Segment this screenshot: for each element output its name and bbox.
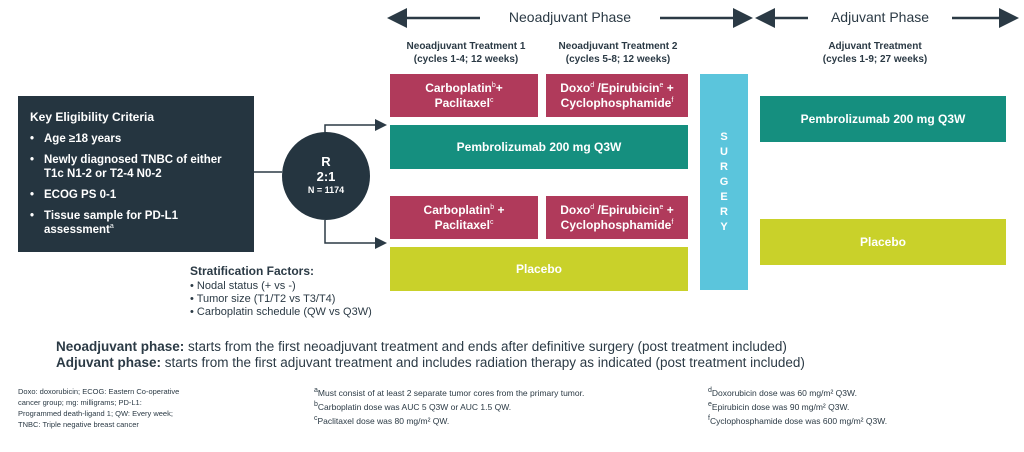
footnote: fCyclophosphamide dose was 600 mg/m² Q3W… <box>708 414 1008 428</box>
adjuvant-pembrolizumab-bar: Pembrolizumab 200 mg Q3W <box>760 96 1006 142</box>
neoadjuvant-definition-label: Neoadjuvant phase: <box>56 339 185 354</box>
footnote-marker: b <box>490 203 495 211</box>
footnote-marker: c <box>314 415 318 423</box>
footnote-marker: a <box>109 223 114 231</box>
footnote-marker: f <box>671 96 674 104</box>
cyclophosphamide-text: Cyclophosphamide <box>560 95 672 110</box>
stratification-title: Stratification Factors: <box>190 264 315 278</box>
stratification-item: Tumor size (T1/T2 vs T3/T4) <box>190 293 390 306</box>
eligibility-item-text: Tissue sample for PD-L1 assessment <box>44 210 178 236</box>
neo2-title: Neoadjuvant Treatment 2 <box>558 41 678 52</box>
footnote-marker: f <box>671 218 674 226</box>
plus-text: + <box>495 80 503 95</box>
branch-lower <box>324 220 387 249</box>
footnote-text: Doxorubicin dose was 60 mg/m² Q3W. <box>711 388 857 398</box>
surgery-letter: R <box>720 205 728 218</box>
surgery-bar: S U R G E R Y <box>700 74 748 290</box>
carboplatin-text: Carboplatin <box>425 80 492 95</box>
neo1-title: Neoadjuvant Treatment 1 <box>406 41 526 52</box>
arm2-carboplatin-paclitaxel: Carboplatinb + Paclitaxelc <box>390 196 538 239</box>
footnote-text: Epirubicin dose was 90 mg/m² Q3W. <box>711 402 850 412</box>
adjuvant-definition-text: starts from the first adjuvant treatment… <box>164 355 805 370</box>
stratification-item: Nodal status (+ vs -) <box>190 280 390 293</box>
eligibility-item: Age ≥18 years <box>30 132 244 146</box>
eligibility-title: Key Eligibility Criteria <box>30 110 155 124</box>
neo2-subtitle: (cycles 5-8; 12 weeks) <box>565 54 671 65</box>
footnote: bCarboplatin dose was AUC 5 Q3W or AUC 1… <box>314 400 694 414</box>
adjuvant-definition: Adjuvant phase: starts from the first ad… <box>56 355 1016 371</box>
footnote-marker: b <box>491 81 496 89</box>
adjuvant-phase-label: Adjuvant Phase <box>830 9 930 25</box>
neoadjuvant-phase-label: Neoadjuvant Phase <box>508 9 632 25</box>
footnotes-right: dDoxorubicin dose was 60 mg/m² Q3W. eEpi… <box>708 386 1008 428</box>
neoadjuvant-definition-text: starts from the first neoadjuvant treatm… <box>188 339 787 354</box>
footnote: cPaclitaxel dose was 80 mg/m² QW. <box>314 414 694 428</box>
cyclophosphamide-text: Cyclophosphamide <box>560 217 672 232</box>
footnote-marker: b <box>314 401 318 409</box>
footnote-marker: d <box>708 387 712 395</box>
eligibility-item: Tissue sample for PD-L1 assessmenta <box>30 209 244 237</box>
surgery-letter: E <box>720 190 728 203</box>
footnote-text: Paclitaxel dose was 80 mg/m² QW. <box>317 416 450 426</box>
randomization-ratio: 2:1 <box>316 169 336 184</box>
epirubicin-text: /Epirubicin <box>597 202 660 217</box>
plus-text: + <box>666 202 674 217</box>
surgery-letter: R <box>720 160 728 173</box>
randomization-label: R <box>321 154 331 169</box>
footnote-marker: d <box>590 203 595 211</box>
arm1-doxo-epi-cyclo: Doxod /Epirubicine + Cyclophosphamidef <box>546 74 688 117</box>
arm1-pembrolizumab-bar: Pembrolizumab 200 mg Q3W <box>390 125 688 169</box>
neo1-header: Neoadjuvant Treatment 1 (cycles 1-4; 12 … <box>388 40 544 66</box>
footnote: dDoxorubicin dose was 60 mg/m² Q3W. <box>708 386 1008 400</box>
epirubicin-text: /Epirubicin <box>597 80 660 95</box>
footnote-marker: e <box>659 81 664 89</box>
adjuvant-definition-label: Adjuvant phase: <box>56 355 162 370</box>
arm2-placebo-bar: Placebo <box>390 247 688 291</box>
neo2-header: Neoadjuvant Treatment 2 (cycles 5-8; 12 … <box>544 40 692 66</box>
randomization-circle: R 2:1 N = 1174 <box>282 132 370 220</box>
abbreviations: Doxo: doxorubicin; ECOG: Eastern Co-oper… <box>18 387 180 429</box>
arm2-doxo-epi-cyclo: Doxod /Epirubicine + Cyclophosphamidef <box>546 196 688 239</box>
randomization-n: N = 1174 <box>307 185 345 195</box>
eligibility-list: Age ≥18 years Newly diagnosed TNBC of ei… <box>30 132 244 237</box>
footnote-marker: a <box>314 387 318 395</box>
adj-header: Adjuvant Treatment (cycles 1-9; 27 weeks… <box>800 40 950 66</box>
adj-subtitle: (cycles 1-9; 27 weeks) <box>822 54 928 65</box>
neo1-subtitle: (cycles 1-4; 12 weeks) <box>413 54 519 65</box>
paclitaxel-text: Paclitaxel <box>434 217 490 232</box>
surgery-letter: U <box>720 145 728 158</box>
stratification-list: Nodal status (+ vs -) Tumor size (T1/T2 … <box>190 280 390 319</box>
arm1-carboplatin-paclitaxel: Carboplatinb+ Paclitaxelc <box>390 74 538 117</box>
footnote-marker: e <box>708 401 712 409</box>
surgery-letter: G <box>719 175 729 188</box>
neoadjuvant-definition: Neoadjuvant phase: starts from the first… <box>56 339 1016 355</box>
surgery-letter: S <box>720 130 728 143</box>
footnote-marker: e <box>659 203 664 211</box>
doxo-text: Doxo <box>560 80 591 95</box>
footnote: aMust consist of at least 2 separate tum… <box>314 386 694 400</box>
adj-title: Adjuvant Treatment <box>828 41 922 52</box>
adjuvant-placebo-bar: Placebo <box>760 219 1006 265</box>
phase-definitions: Neoadjuvant phase: starts from the first… <box>56 339 1016 371</box>
carboplatin-text: Carboplatin <box>423 202 491 217</box>
footnotes-left: aMust consist of at least 2 separate tum… <box>314 386 694 428</box>
surgery-letter: Y <box>720 220 728 233</box>
stratification-block: Stratification Factors: Nodal status (+ … <box>190 265 390 319</box>
footnote: eEpirubicin dose was 90 mg/m² Q3W. <box>708 400 1008 414</box>
stratification-item: Carboplatin schedule (QW vs Q3W) <box>190 306 390 319</box>
doxo-text: Doxo <box>560 202 591 217</box>
footnote-marker: d <box>590 81 595 89</box>
plus-text: + <box>666 80 674 95</box>
plus-text: + <box>497 202 505 217</box>
footnote-text: Carboplatin dose was AUC 5 Q3W or AUC 1.… <box>317 402 512 412</box>
eligibility-item: Newly diagnosed TNBC of either T1c N1-2 … <box>30 153 244 181</box>
footnote-marker: c <box>489 96 494 104</box>
footnote-marker: c <box>489 218 494 226</box>
footnote-text: Cyclophosphamide dose was 600 mg/m² Q3W. <box>709 416 888 426</box>
footnote-text: Must consist of at least 2 separate tumo… <box>317 388 585 398</box>
paclitaxel-text: Paclitaxel <box>434 95 490 110</box>
eligibility-item: ECOG PS 0-1 <box>30 188 244 202</box>
eligibility-box: Key Eligibility Criteria Age ≥18 years N… <box>18 96 254 252</box>
footnote-marker: f <box>708 415 710 423</box>
